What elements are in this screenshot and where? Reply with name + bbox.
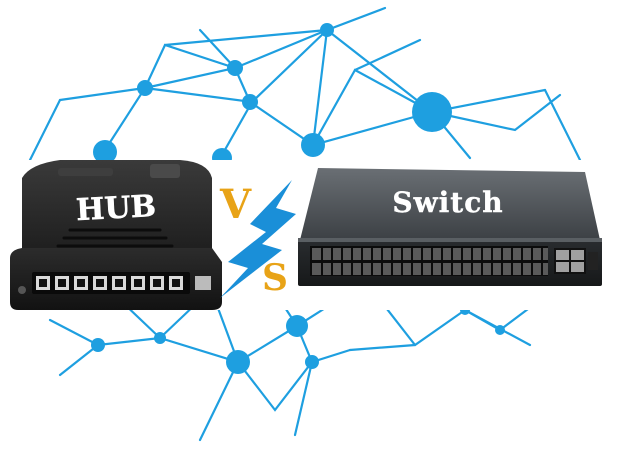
hub-device: HUB: [10, 160, 222, 310]
vs-letter-v: V: [219, 181, 252, 228]
vs-lightning: V S: [219, 180, 296, 299]
switch-ports: [310, 246, 598, 276]
network-nodes-top: [93, 23, 452, 168]
vs-letter-s: S: [262, 257, 288, 299]
hub-label: HUB: [75, 189, 157, 228]
switch-label: Switch: [392, 186, 503, 219]
switch-device: Switch: [298, 168, 602, 286]
